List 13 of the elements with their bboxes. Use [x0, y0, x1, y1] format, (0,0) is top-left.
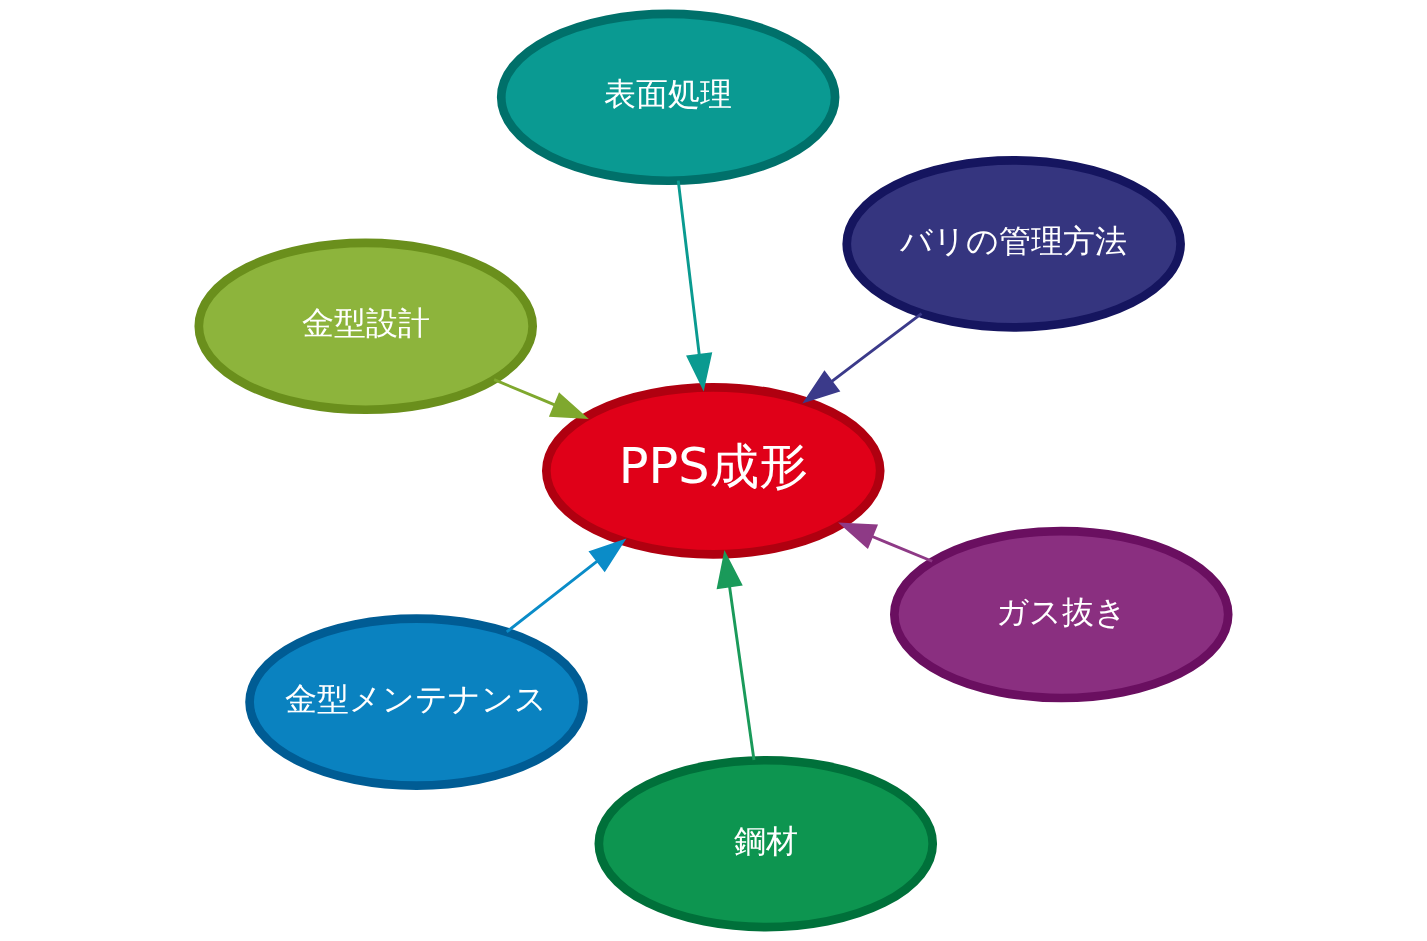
arrow: [802, 312, 923, 404]
arrow: [716, 549, 756, 761]
arrow: [505, 538, 627, 633]
arrow: [493, 378, 589, 420]
node-ellipse: 鋼材: [594, 755, 938, 932]
node-ellipse: 金型メンテナンス: [245, 614, 588, 790]
node-ellipse: バリの管理方法: [842, 156, 1185, 332]
arrow: [676, 180, 713, 392]
arrow: [838, 522, 933, 563]
node-ellipse: ガス抜き: [890, 526, 1233, 703]
node-ellipse: 表面処理: [496, 9, 840, 186]
node-ellipse: PPS成形: [541, 383, 885, 559]
node-ellipse: 金型設計: [194, 238, 537, 415]
